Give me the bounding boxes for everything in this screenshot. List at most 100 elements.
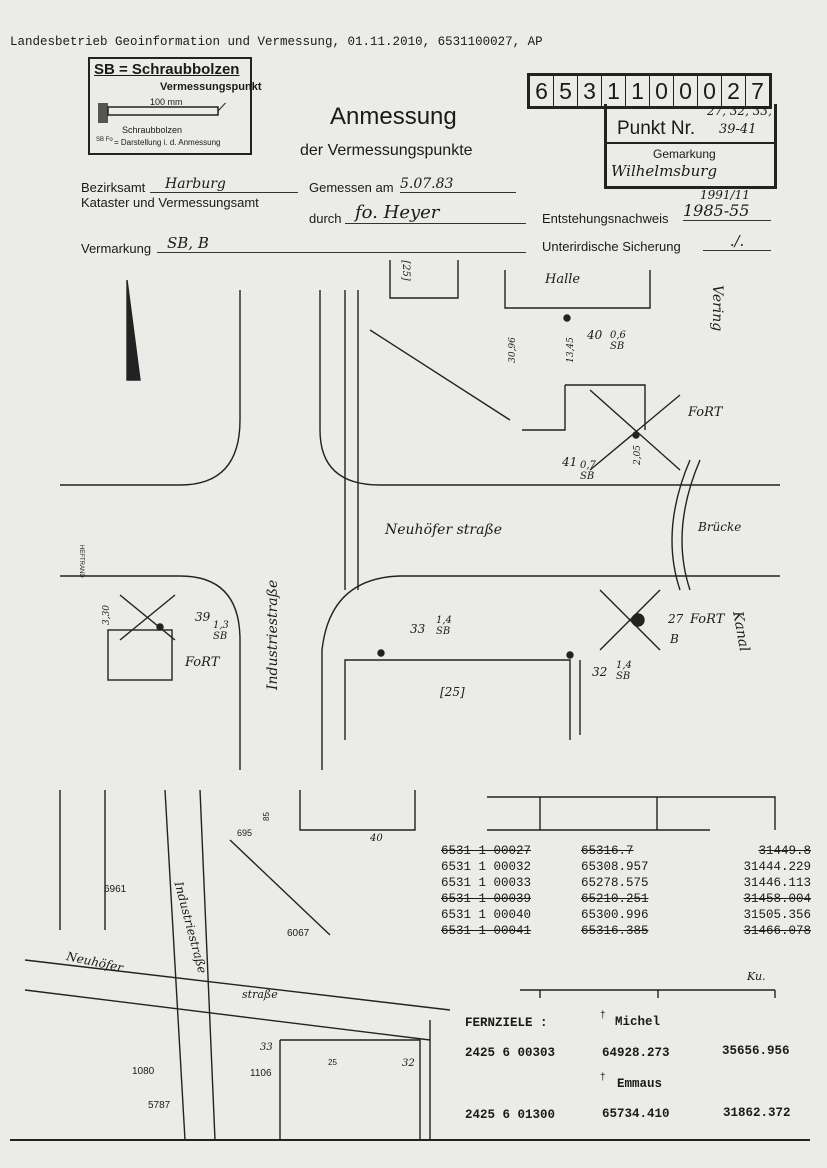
target-name: Michel xyxy=(615,1015,661,1029)
digit: 3 xyxy=(578,76,602,106)
house-number: 85 xyxy=(261,812,271,821)
digit: 5 xyxy=(554,76,578,106)
measure: 30,96 xyxy=(507,337,518,363)
table-cell: 31444.229 xyxy=(743,860,811,874)
church-icon: † xyxy=(600,1072,606,1083)
point-label: 33 xyxy=(410,622,426,636)
gemarkung-value: Wilhelmsburg xyxy=(611,162,718,180)
legend-symbol-desc: = Darstellung i. d. Anmessung xyxy=(114,138,221,147)
parcel-number: 1080 xyxy=(132,1066,155,1077)
gemarkung-label: Gemarkung xyxy=(653,147,716,161)
table-cell: 65308.957 xyxy=(581,860,649,874)
page-subtitle: der Vermessungspunkte xyxy=(300,142,473,159)
sicherung-label: Unterirdische Sicherung xyxy=(542,239,681,254)
point-label: 27 xyxy=(668,612,684,626)
legend-title: SB = Schraubbolzen xyxy=(94,61,240,78)
digit: 1 xyxy=(602,76,626,106)
table-cell: 31449.8 xyxy=(758,844,811,858)
digit: 1 xyxy=(626,76,650,106)
house-number: 25 xyxy=(328,1058,337,1067)
table-cell: 31466.078 xyxy=(743,924,811,938)
measure: 13,45 xyxy=(565,337,576,363)
table-cell: 65316.385 xyxy=(581,924,649,938)
point-number: 33 xyxy=(260,1042,273,1053)
label-street: Neuhöfer straße xyxy=(385,522,503,538)
target-name: Emmaus xyxy=(617,1077,663,1091)
label-vering: Vering xyxy=(709,285,725,332)
legend-box: SB = Schraubbolzen Vermessungspunkt 100 … xyxy=(88,57,261,155)
church-icon: † xyxy=(600,1010,606,1021)
digit: 7 xyxy=(751,78,764,104)
measure: 3,30 xyxy=(102,604,113,626)
legend-point: Vermessungspunkt xyxy=(160,81,262,93)
target-id: 2425 6 00303 xyxy=(465,1046,556,1060)
header-line: Landesbetrieb Geoinformation und Vermess… xyxy=(10,35,543,49)
digit: 6 xyxy=(530,76,554,106)
parcel-number: 1106 xyxy=(250,1068,272,1079)
durch-label: durch xyxy=(309,211,342,226)
table-cell: 31458.004 xyxy=(743,892,811,906)
entstehung-value: 1985-55 xyxy=(683,201,771,221)
punkt-label: Punkt Nr. xyxy=(617,118,696,139)
digit: 2 xyxy=(722,76,746,106)
target-id: 2425 6 01300 xyxy=(465,1108,556,1122)
table-cell: 65278.575 xyxy=(581,876,649,890)
kataster-label: Kataster und Vermessungsamt xyxy=(81,195,259,210)
punkt-box: 27, 32, 33, Punkt Nr. 39-41 Gemarkung Wi… xyxy=(604,104,777,189)
bezirksamt-label: Bezirksamt xyxy=(81,180,146,195)
label-bruecke: Brücke xyxy=(698,520,742,534)
table-row: 6531 1 00032 65308.957 31444.229 xyxy=(441,859,811,875)
target-y: 35656.956 xyxy=(722,1044,790,1058)
point-marker: 1,4 SB xyxy=(436,615,452,637)
legend-bolt: Schraubbolzen xyxy=(122,125,183,135)
table-cell: 6531 1 00039 xyxy=(441,892,532,906)
point-marker: 0,7 SB xyxy=(580,460,596,482)
table-cell: 31446.113 xyxy=(743,876,811,890)
sicherung-value: ./. xyxy=(703,232,771,251)
table-cell: 6531 1 00032 xyxy=(441,860,532,874)
vermarkung-label: Vermarkung xyxy=(81,241,152,256)
gemessen-label: Gemessen am xyxy=(309,180,394,195)
target-x: 64928.273 xyxy=(602,1046,670,1060)
table-row: 6531 1 00033 65278.575 31446.113 xyxy=(441,875,811,891)
label-halle: Halle xyxy=(545,272,581,287)
punkt-value-top: 27, 32, 33, xyxy=(707,104,772,118)
parcel-number: 6961 xyxy=(104,884,127,895)
measure: 2,05 xyxy=(633,444,644,466)
map-street-label: straße xyxy=(242,988,278,1001)
point-number: 695 xyxy=(237,828,253,838)
table-cell: 65316.7 xyxy=(581,844,634,858)
parcel-number: 6067 xyxy=(287,928,310,939)
entstehung-label: Entstehungsnachweis xyxy=(542,211,669,226)
punkt-value: 39-41 xyxy=(719,122,757,137)
signature: fo. Heyer xyxy=(345,202,526,224)
label-street: Industriestraße xyxy=(265,579,281,690)
target-y: 31862.372 xyxy=(723,1106,791,1120)
north-arrow-icon xyxy=(126,279,141,381)
parcel-number: 5787 xyxy=(148,1100,171,1111)
gemessen-value: 5.07.83 xyxy=(400,176,516,193)
table-cell: 6531 1 00033 xyxy=(441,876,532,890)
table-cell: 6531 1 00040 xyxy=(441,908,532,922)
table-cell: 6531 1 00041 xyxy=(441,924,532,938)
point-marker: 1,4 SB xyxy=(616,660,632,682)
point-marker: 0,6 SB xyxy=(610,330,626,352)
table-cell: 31505.356 xyxy=(743,908,811,922)
point-label: 41 xyxy=(562,455,578,469)
label-fort: FoRT xyxy=(185,655,220,670)
table-cell: 6531 1 00027 xyxy=(441,844,532,858)
digit: 0 xyxy=(674,76,698,106)
page-title: Anmessung xyxy=(330,103,457,130)
point-label: 32 xyxy=(592,665,608,679)
label-heftrand: HEFTRAND xyxy=(78,545,84,578)
legend-symbol: SB Fo xyxy=(96,137,113,143)
building-label: [25] xyxy=(440,685,465,699)
point-marker: 1,3 SB xyxy=(213,620,229,642)
point-marker: B xyxy=(670,632,679,646)
point-label: 40 xyxy=(587,328,603,342)
